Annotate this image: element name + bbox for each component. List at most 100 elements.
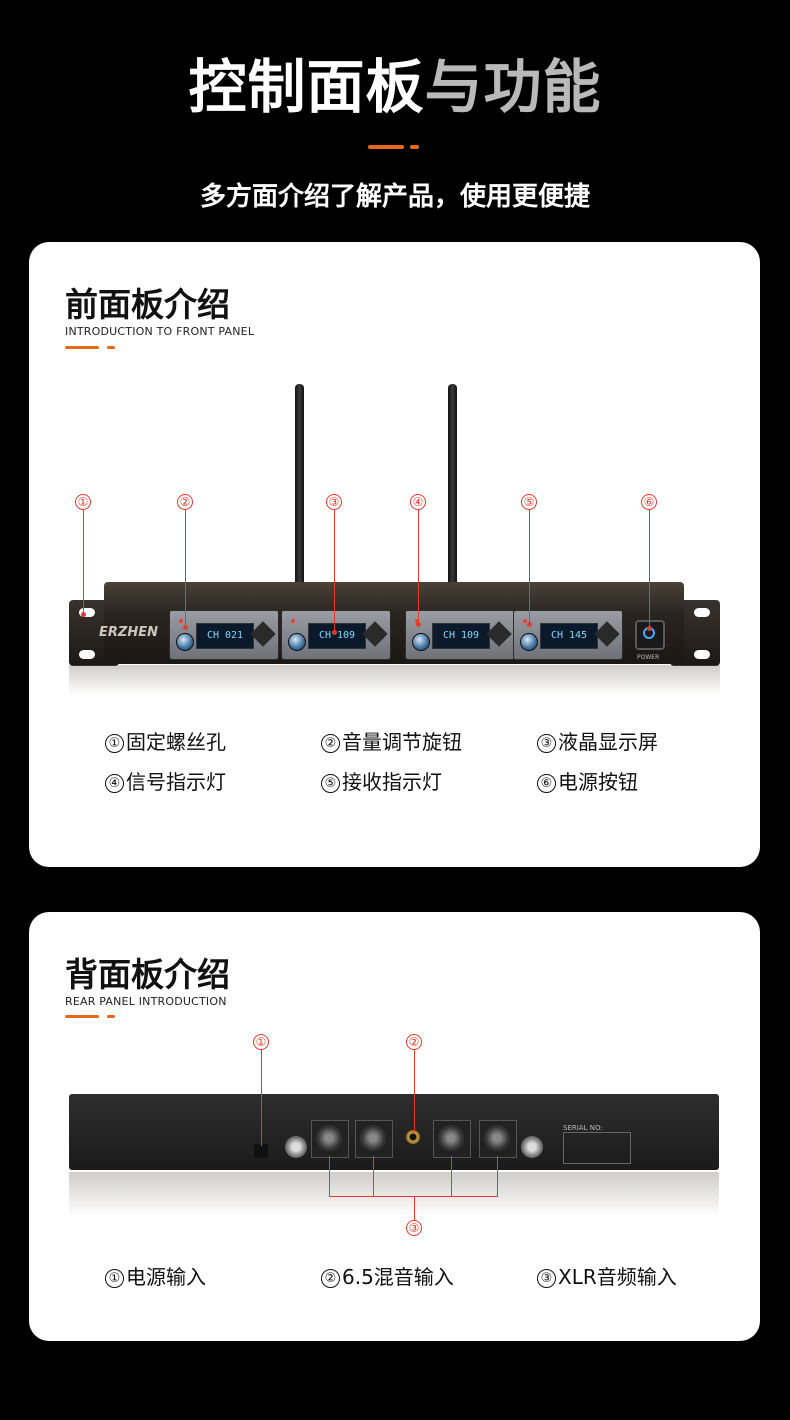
marker-dot: [416, 622, 421, 627]
feature-label: 电源按钮: [558, 770, 638, 794]
power-button[interactable]: [635, 620, 665, 650]
feature-number: ④: [105, 774, 124, 793]
marker-line: [497, 1156, 498, 1196]
marker-2: ②: [406, 1034, 422, 1050]
mix-out-jack: [406, 1130, 420, 1144]
marker-5: ⑤: [521, 494, 537, 510]
nav-pad-icon[interactable]: [250, 621, 276, 647]
feature-number: ②: [321, 1269, 340, 1288]
feature-label: 信号指示灯: [126, 770, 226, 794]
lcd-display: CH 109: [432, 623, 490, 649]
rear-divider-short: [107, 1015, 115, 1018]
rear-panel-card: 背面板介绍 REAR PANEL INTRODUCTION SERIAL NO:…: [29, 912, 760, 1341]
marker-3: ③: [406, 1220, 422, 1236]
marker-line: [418, 510, 419, 624]
channel-module: CH 021: [169, 610, 279, 660]
feature-number: ①: [105, 734, 124, 753]
xlr-connector: [311, 1120, 349, 1158]
xlr-pins-icon: [484, 1125, 510, 1151]
front-divider-long: [65, 346, 99, 349]
marker-1: ①: [253, 1034, 269, 1050]
marker-line: [261, 1050, 262, 1146]
marker-dot: [332, 630, 337, 635]
marker-line: [414, 1050, 415, 1132]
marker-line: [649, 510, 650, 628]
screw-hole-icon: [694, 608, 710, 617]
screw-hole-icon: [694, 650, 710, 659]
front-panel-subtitle: INTRODUCTION TO FRONT PANEL: [65, 325, 255, 338]
feature-number: ①: [105, 1269, 124, 1288]
xlr-pins-icon: [438, 1125, 464, 1151]
title-divider-short: [410, 145, 419, 149]
page-title-main: 控制面板: [188, 53, 425, 121]
feature-label: 6.5混音输入: [342, 1265, 454, 1289]
serial-label: SERIAL NO:: [563, 1124, 603, 1132]
screw-hole-icon: [79, 608, 95, 617]
serial-plate: [563, 1132, 631, 1164]
nav-pad-icon[interactable]: [362, 621, 388, 647]
marker-1: ①: [75, 494, 91, 510]
power-label: POWER: [637, 654, 660, 661]
feature-number: ③: [537, 734, 556, 753]
signal-led-icon: [179, 619, 183, 623]
marker-line: [373, 1156, 374, 1196]
xlr-pins-icon: [316, 1125, 342, 1151]
marker-line: [185, 510, 186, 627]
signal-led-icon: [415, 619, 419, 623]
power-input-jack: [254, 1144, 268, 1158]
xlr-connector: [479, 1120, 517, 1158]
marker-line: [451, 1156, 452, 1196]
title-divider-long: [368, 145, 404, 149]
lcd-display: CH 145: [540, 623, 598, 649]
volume-knob[interactable]: [520, 633, 538, 651]
marker-line: [329, 1196, 498, 1197]
nav-pad-icon[interactable]: [594, 621, 620, 647]
feature-label: 电源输入: [126, 1265, 206, 1289]
feature-label: 固定螺丝孔: [126, 730, 226, 754]
feature-number: ②: [321, 734, 340, 753]
lcd-display: CH 109: [308, 623, 366, 649]
brand-logo: ERZHEN: [99, 625, 158, 640]
nav-pad-icon[interactable]: [486, 621, 512, 647]
feature-label: 接收指示灯: [342, 770, 442, 794]
signal-led-icon: [523, 619, 527, 623]
volume-knob[interactable]: [288, 633, 306, 651]
marker-dot: [527, 622, 532, 627]
marker-line: [529, 510, 530, 624]
marker-2: ②: [177, 494, 193, 510]
front-panel-card: 前面板介绍 INTRODUCTION TO FRONT PANEL ERZHEN…: [29, 242, 760, 867]
feature-label: XLR音频输入: [558, 1265, 677, 1289]
feature-label: 液晶显示屏: [558, 730, 658, 754]
marker-line: [329, 1156, 330, 1196]
volume-knob[interactable]: [412, 633, 430, 651]
front-panel-title: 前面板介绍: [65, 285, 230, 324]
page-title-accent: 与功能: [424, 53, 602, 121]
screw-hole-icon: [79, 650, 95, 659]
channel-module: CH 109: [281, 610, 391, 660]
antenna-right: [448, 384, 457, 584]
antenna-left: [295, 384, 304, 584]
marker-6: ⑥: [641, 494, 657, 510]
volume-knob[interactable]: [176, 633, 194, 651]
signal-led-icon: [291, 619, 295, 623]
marker-dot: [647, 626, 652, 631]
xlr-pins-icon: [360, 1125, 386, 1151]
rear-divider-long: [65, 1015, 99, 1018]
feature-number: ⑤: [321, 774, 340, 793]
front-divider-short: [107, 346, 115, 349]
antenna-connector-icon: [285, 1136, 307, 1158]
feature-number: ③: [537, 1269, 556, 1288]
rear-panel-subtitle: REAR PANEL INTRODUCTION: [65, 995, 227, 1008]
rear-panel-title: 背面板介绍: [65, 955, 230, 994]
rear-reflection: [69, 1172, 719, 1216]
marker-dot: [81, 612, 86, 617]
